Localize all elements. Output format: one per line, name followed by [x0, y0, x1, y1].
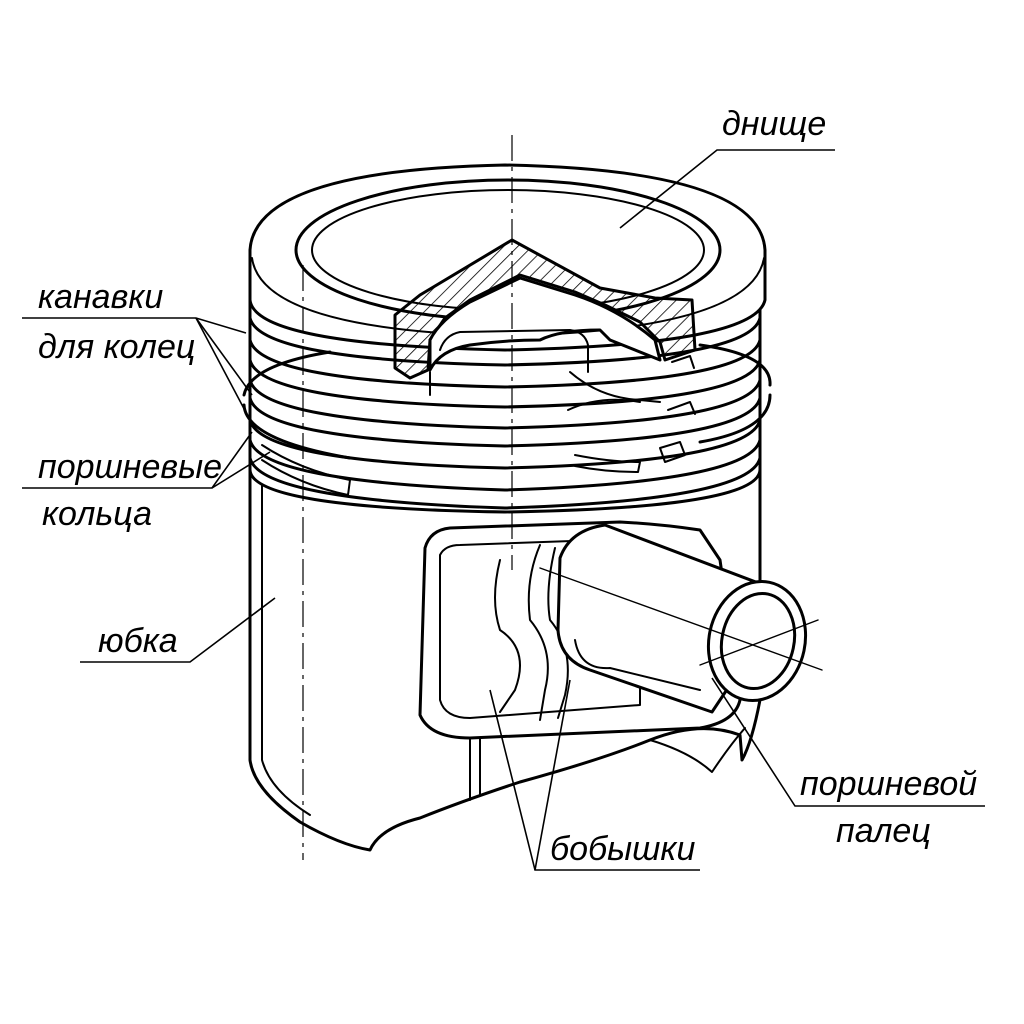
label-ring-grooves-2: для колец [38, 328, 195, 366]
label-piston-rings-1: поршневые [38, 448, 222, 486]
center-axes [302, 135, 513, 860]
label-ring-grooves-1: канавки [38, 278, 163, 316]
piston-pin [539, 523, 823, 714]
ring-grooves [248, 298, 762, 514]
label-bosses: бобышки [550, 830, 695, 868]
crown-section [393, 238, 697, 411]
label-pin-2: палец [836, 812, 931, 850]
label-pin-1: поршневой [800, 765, 977, 803]
label-crown: днище [722, 105, 826, 143]
label-skirt: юбка [98, 622, 178, 660]
leader-lines [22, 149, 985, 871]
labels: днище канавки для колец поршневые кольца… [38, 105, 977, 868]
label-piston-rings-2: кольца [42, 495, 152, 533]
